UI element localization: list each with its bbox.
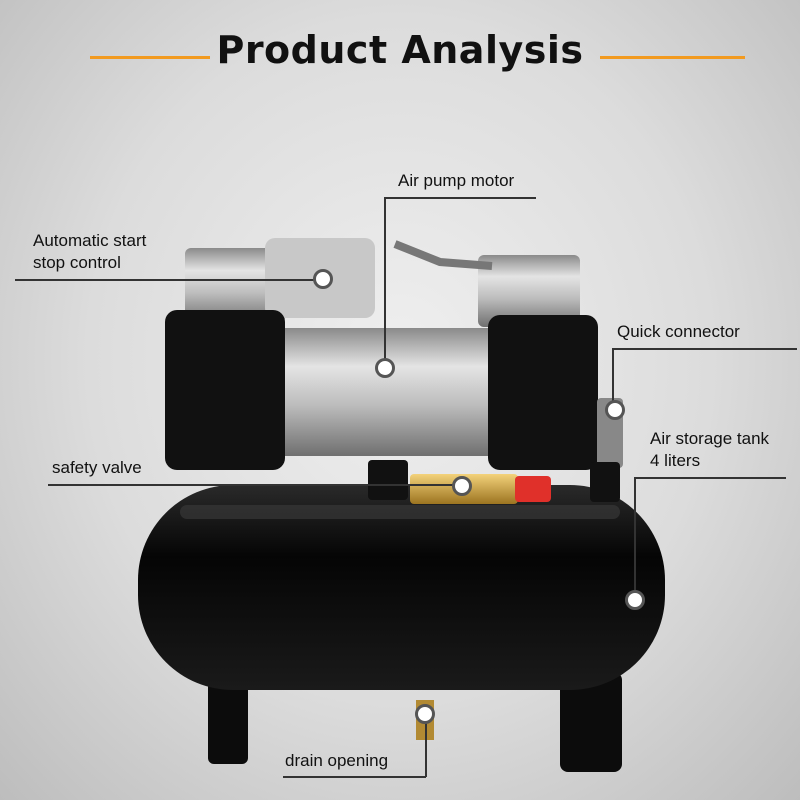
- label-automatic-start-stop: Automatic start stop control: [33, 230, 146, 274]
- label-air-storage-tank: Air storage tank 4 liters: [650, 428, 769, 472]
- label-line: Air storage tank: [650, 429, 770, 448]
- leader-line: [634, 477, 786, 479]
- label-air-pump-motor: Air pump motor: [398, 171, 515, 190]
- leader-line: [384, 197, 386, 367]
- leader-line: [283, 776, 426, 778]
- label-quick-connector: Quick connector: [617, 322, 740, 341]
- marker-dot: [452, 476, 472, 496]
- marker-dot: [375, 358, 395, 378]
- leader-line: [425, 716, 427, 777]
- label-line: Automatic start: [33, 231, 147, 250]
- title-accent-left: [90, 56, 210, 59]
- page-title: Product Analysis: [216, 28, 584, 72]
- leader-line: [15, 279, 320, 281]
- leader-line: [48, 484, 453, 486]
- leader-line: [634, 477, 636, 597]
- marker-dot: [313, 269, 333, 289]
- label-drain-opening: drain opening: [285, 751, 389, 770]
- leader-line: [384, 197, 536, 199]
- marker-dot: [415, 704, 435, 724]
- title-accent-right: [600, 56, 745, 59]
- label-line: stop control: [33, 253, 121, 272]
- leader-line: [612, 348, 614, 408]
- label-line: 4 liters: [650, 451, 701, 470]
- marker-dot: [605, 400, 625, 420]
- leader-line: [612, 348, 797, 350]
- marker-dot: [625, 590, 645, 610]
- label-safety-valve: safety valve: [52, 458, 142, 477]
